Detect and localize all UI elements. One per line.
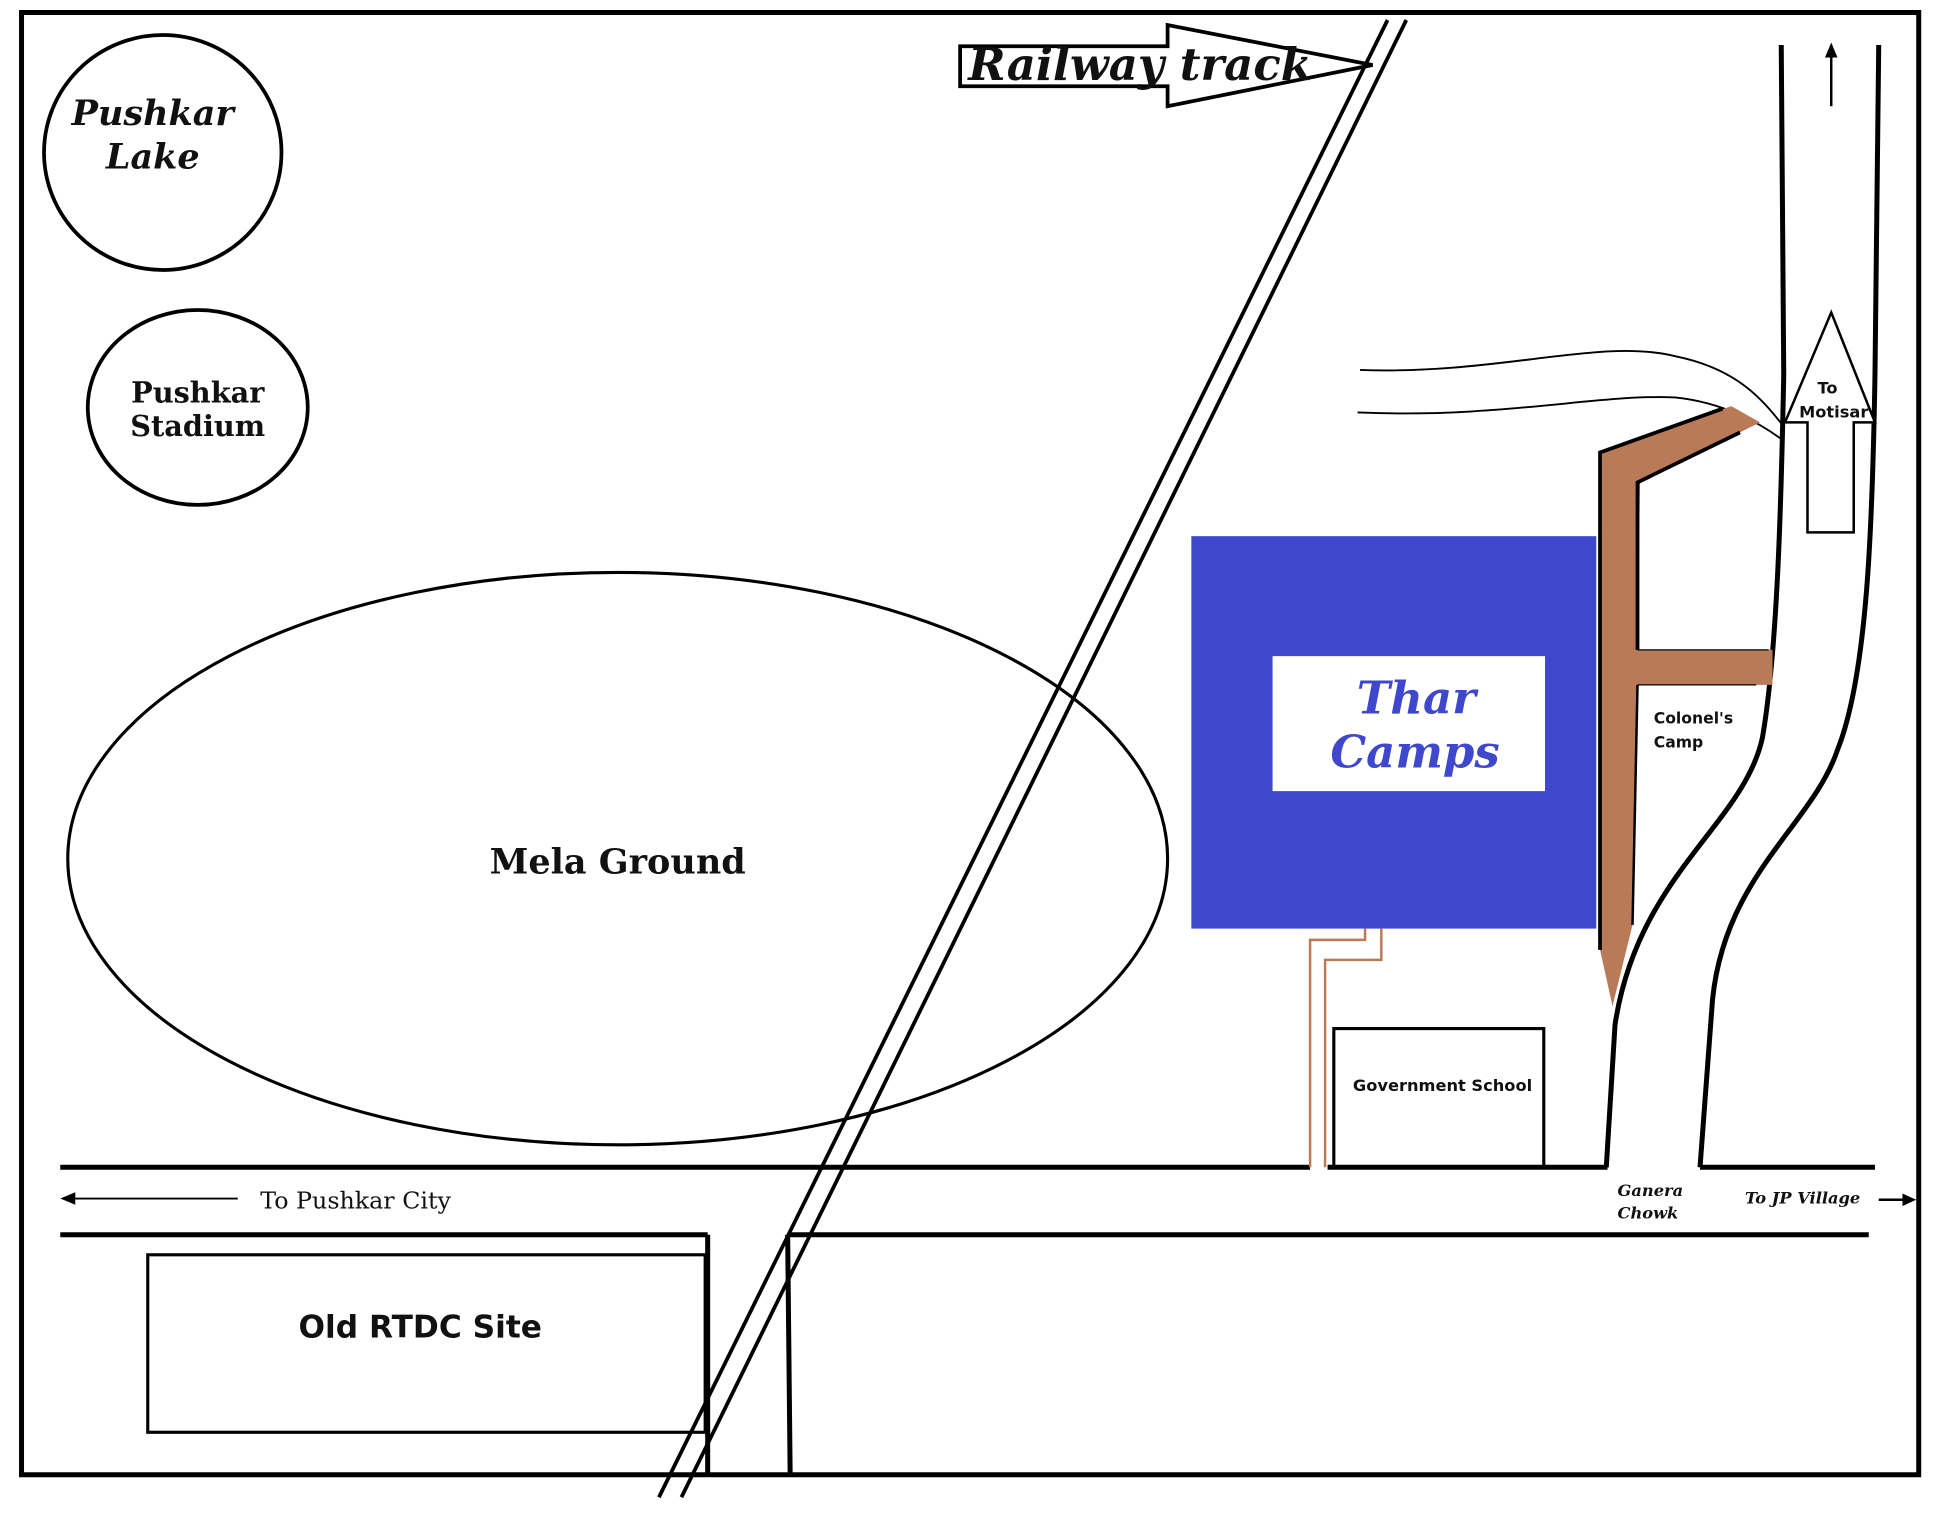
thar-camps: Thar Camps [1191, 536, 1597, 929]
pushkar-stadium: Pushkar Stadium [85, 308, 310, 507]
pushkar-stadium-label: Stadium [130, 409, 265, 443]
railway-track-arrow: Railway track [958, 22, 1373, 109]
right-arrow-head-icon [1902, 1193, 1917, 1207]
thar-camps-label: Thar [1357, 672, 1479, 725]
government-school-label: Government School [1353, 1076, 1532, 1095]
to-pushkar-city-label: To Pushkar City [260, 1187, 451, 1215]
to-motisar-label: To [1817, 379, 1837, 398]
pushkar-lake: Pushkar Lake [42, 33, 284, 272]
to-motisar-label: Motisar [1799, 402, 1868, 421]
north-arrow-head-icon [1824, 42, 1838, 58]
government-school: Government School [1332, 1027, 1546, 1169]
railway-track-label: Railway track [966, 38, 1312, 91]
thar-camps-label: Camps [1330, 725, 1499, 778]
colonels-camp-label: Colonel's [1654, 710, 1733, 728]
old-rtdc-site-label: Old RTDC Site [298, 1309, 542, 1345]
pushkar-stadium-label: Pushkar [131, 375, 265, 409]
motisar-road [1603, 44, 1882, 1168]
pushkar-lake-label: Pushkar [71, 93, 237, 134]
ganera-chowk-label: Chowk [1618, 1204, 1679, 1223]
mela-ground-label: Mela Ground [490, 842, 746, 883]
old-rtdc-site: Old RTDC Site [146, 1253, 707, 1434]
school-lane [1308, 928, 1383, 1168]
railway-line [657, 19, 1408, 1499]
ganera-chowk-label: Ganera [1618, 1181, 1684, 1200]
to-jp-village-label: To JP Village [1745, 1189, 1860, 1208]
colonels-camp-label: Camp [1654, 733, 1703, 751]
left-arrow-head-icon [60, 1192, 76, 1205]
pushkar-lake-label: Lake [105, 137, 200, 178]
to-motisar-arrow: To Motisar [1783, 309, 1877, 534]
mela-ground: Mela Ground [66, 570, 1170, 1147]
map-border [19, 9, 1922, 1478]
camp-access-path [1598, 406, 1773, 1007]
main-road [60, 1164, 1875, 1475]
